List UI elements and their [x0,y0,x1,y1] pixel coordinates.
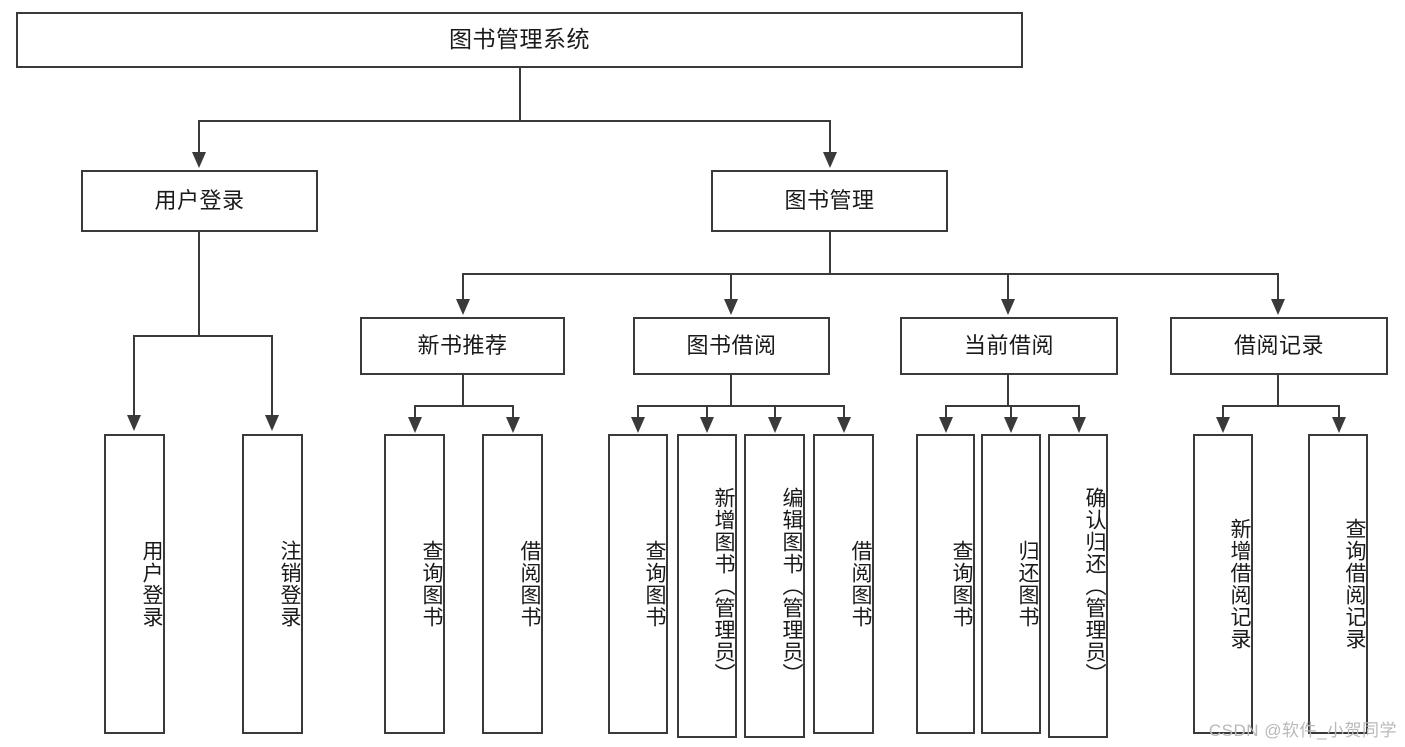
node-leaf-add-book-label: 新增图书（管理员） [712,487,735,685]
connector-br-drop-2 [1338,405,1340,419]
arrowhead-current-borrow [1001,299,1015,315]
connector-book-manage-drop-2 [730,273,732,301]
node-borrow-record[interactable]: 借阅记录 [1170,317,1388,375]
arrowhead-user-login [192,152,206,168]
node-book-manage[interactable]: 图书管理 [711,170,948,232]
arrowhead-leaf-return-book [1004,417,1018,433]
node-leaf-borrow-book-1-label: 借阅图书 [518,540,541,628]
node-book-manage-label: 图书管理 [784,188,875,214]
connector-book-borrow-stem [730,375,732,405]
node-leaf-user-login-label: 用户登录 [140,540,163,628]
arrowhead-book-manage [823,152,837,168]
node-leaf-return-book-label: 归还图书 [1016,540,1039,628]
node-borrow-record-label: 借阅记录 [1233,333,1324,359]
connector-bb-drop-3 [774,405,776,419]
node-leaf-user-login[interactable]: 用户登录 [104,434,165,734]
connector-book-borrow-bus [637,405,843,407]
connector-root-bus [198,120,831,122]
connector-book-manage-drop-1 [462,273,464,301]
arrowhead-leaf-add-borrow-record [1216,417,1230,433]
node-leaf-logout-login-label: 注销登录 [278,540,301,628]
node-current-borrow-label: 当前借阅 [963,333,1054,359]
arrowhead-leaf-borrow-book-2 [837,417,851,433]
connector-user-login-stem [198,232,200,335]
node-leaf-query-book-1[interactable]: 查询图书 [384,434,445,734]
node-new-book-recommend-label: 新书推荐 [417,333,508,359]
connector-cb-drop-3 [1078,405,1080,419]
node-leaf-add-book[interactable]: 新增图书（管理员） [677,434,737,738]
node-leaf-query-borrow-record-label: 查询借阅记录 [1343,518,1366,650]
connector-current-borrow-stem [1007,375,1009,405]
node-leaf-edit-book-label: 编辑图书（管理员） [780,487,803,685]
connector-br-drop-1 [1222,405,1224,419]
connector-bb-drop-2 [706,405,708,419]
arrowhead-leaf-confirm-return [1072,417,1086,433]
connector-user-login-bus [133,335,271,337]
node-book-borrow[interactable]: 图书借阅 [633,317,830,375]
connector-cb-drop-2 [1010,405,1012,419]
node-leaf-edit-book[interactable]: 编辑图书（管理员） [744,434,805,738]
node-leaf-query-book-2-label: 查询图书 [643,540,666,628]
node-leaf-borrow-book-2[interactable]: 借阅图书 [813,434,874,734]
node-leaf-query-book-3-label: 查询图书 [950,540,973,628]
connector-root-to-user-login [198,120,200,154]
arrowhead-leaf-borrow-book-1 [506,417,520,433]
connector-borrow-record-stem [1277,375,1279,405]
connector-borrow-record-bus [1222,405,1338,407]
arrowhead-leaf-edit-book [768,417,782,433]
node-leaf-confirm-return[interactable]: 确认归还（管理员） [1048,434,1108,738]
node-book-borrow-label: 图书借阅 [686,333,777,359]
arrowhead-new-book-recommend [456,299,470,315]
connector-user-login-drop-1 [133,335,135,417]
arrowhead-leaf-query-book-2 [631,417,645,433]
node-user-login-label: 用户登录 [154,188,245,214]
node-leaf-return-book[interactable]: 归还图书 [981,434,1041,734]
node-leaf-query-book-1-label: 查询图书 [420,540,443,628]
arrowhead-leaf-query-book-1 [408,417,422,433]
connector-book-manage-drop-3 [1007,273,1009,301]
connector-root-to-book-manage [829,120,831,154]
connector-cb-drop-1 [945,405,947,419]
node-new-book-recommend[interactable]: 新书推荐 [360,317,565,375]
node-leaf-confirm-return-label: 确认归还（管理员） [1083,487,1106,685]
node-user-login[interactable]: 用户登录 [81,170,318,232]
connector-new-book-recommend-stem [462,375,464,405]
node-leaf-logout-login[interactable]: 注销登录 [242,434,303,734]
node-leaf-query-borrow-record[interactable]: 查询借阅记录 [1308,434,1368,734]
connector-user-login-drop-2 [271,335,273,417]
node-leaf-borrow-book-2-label: 借阅图书 [849,540,872,628]
connector-bb-drop-4 [843,405,845,419]
arrowhead-leaf-add-book [700,417,714,433]
connector-nbr-drop-1 [414,405,416,419]
connector-root-stem [519,68,521,120]
arrowhead-borrow-record [1271,299,1285,315]
connector-book-manage-bus [462,273,1279,275]
connector-nbr-drop-2 [512,405,514,419]
node-root-label: 图书管理系统 [449,26,590,53]
node-leaf-query-book-2[interactable]: 查询图书 [608,434,668,734]
connector-book-manage-drop-4 [1277,273,1279,301]
arrowhead-leaf-logout-login [265,415,279,431]
connector-book-manage-stem [829,232,831,273]
connector-new-book-recommend-bus [414,405,514,407]
node-root[interactable]: 图书管理系统 [16,12,1023,68]
arrowhead-leaf-query-book-3 [939,417,953,433]
node-leaf-add-borrow-record[interactable]: 新增借阅记录 [1193,434,1253,734]
connector-bb-drop-1 [637,405,639,419]
arrowhead-leaf-query-borrow-record [1332,417,1346,433]
node-current-borrow[interactable]: 当前借阅 [900,317,1118,375]
arrowhead-book-borrow [724,299,738,315]
arrowhead-leaf-user-login [127,415,141,431]
node-leaf-add-borrow-record-label: 新增借阅记录 [1228,518,1251,650]
node-leaf-borrow-book-1[interactable]: 借阅图书 [482,434,543,734]
node-leaf-query-book-3[interactable]: 查询图书 [916,434,975,734]
